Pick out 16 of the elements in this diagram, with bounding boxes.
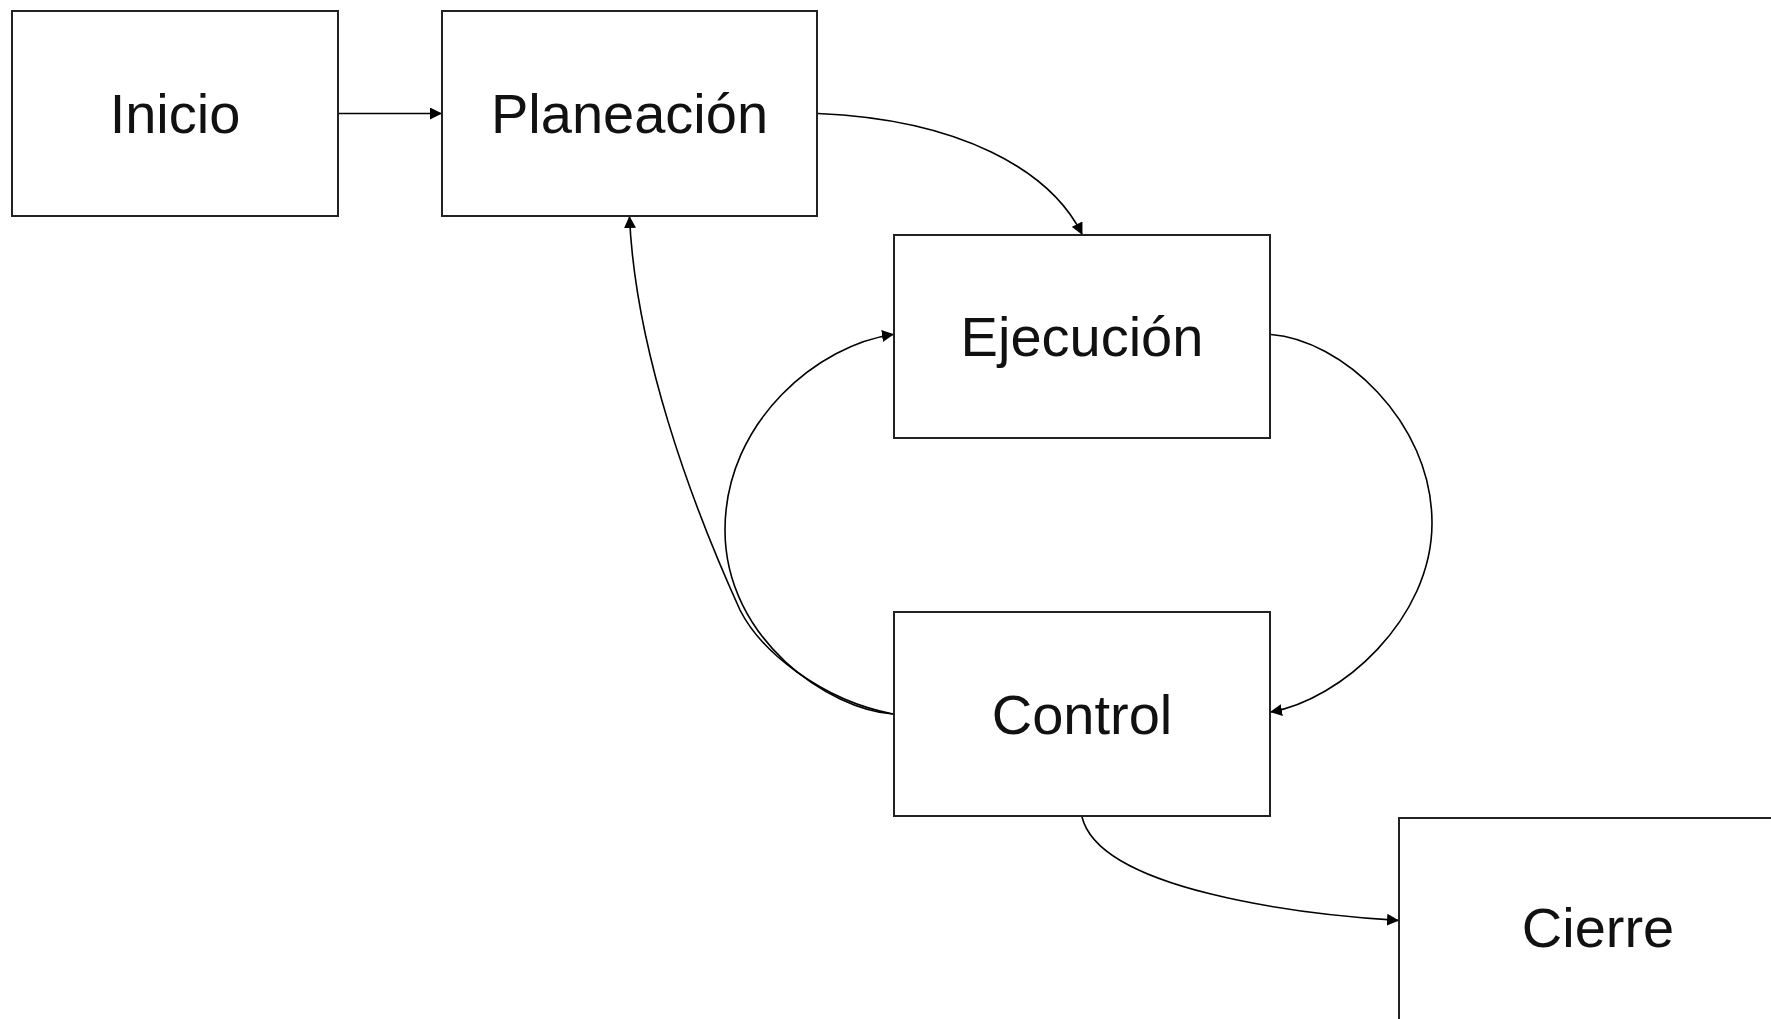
arrow xyxy=(338,107,442,120)
arrow xyxy=(624,216,894,715)
process-box xyxy=(893,611,1271,817)
arrow xyxy=(724,330,894,715)
box-label: Planeación xyxy=(490,81,769,146)
process-box xyxy=(1398,817,1771,1019)
box-label: Inicio xyxy=(109,81,241,146)
arrow xyxy=(817,112,1083,235)
arrow xyxy=(1270,333,1433,716)
process-box xyxy=(441,10,818,217)
process-box xyxy=(11,10,339,217)
box-label: Ejecución xyxy=(960,304,1204,369)
process-box xyxy=(893,234,1271,439)
box-label: Cierre xyxy=(1521,894,1675,960)
arrow xyxy=(1081,816,1399,926)
box-label: Control xyxy=(991,681,1173,747)
